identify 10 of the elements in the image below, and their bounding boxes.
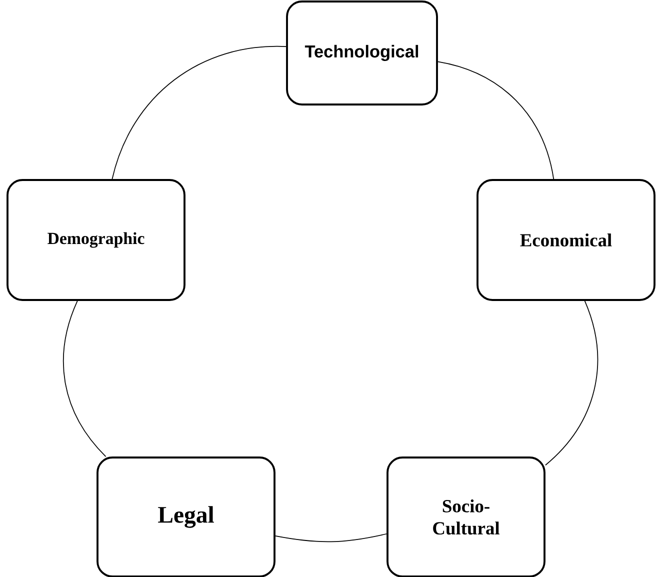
factor-box: Socio-Cultural xyxy=(386,456,546,577)
circle-arc xyxy=(545,300,598,466)
circle-arc xyxy=(275,533,387,542)
factor-box: Technological xyxy=(286,0,438,106)
factor-box: Demographic xyxy=(6,179,186,301)
circle-arc xyxy=(112,46,286,180)
circle-arc xyxy=(63,300,106,457)
factor-box: Economical xyxy=(476,179,656,301)
factor-box: Legal xyxy=(96,456,276,577)
circle-arc xyxy=(438,61,554,180)
